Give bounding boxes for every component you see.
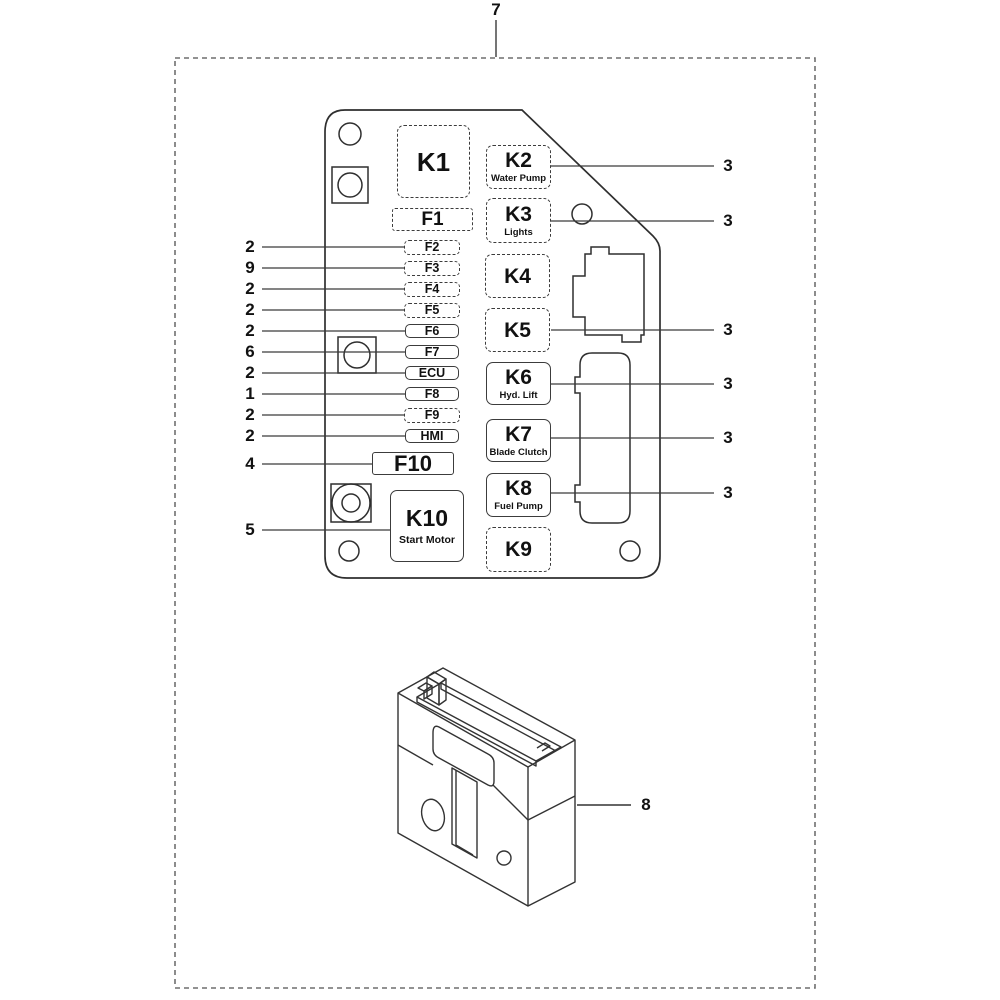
- fuse-label: HMI: [420, 428, 444, 443]
- mounting-hole-icon: [343, 341, 371, 369]
- mounting-hole-icon: [571, 203, 593, 225]
- callout-left-f10: 4: [245, 454, 255, 473]
- relay-label: K8: [505, 477, 532, 501]
- holder-silhouette: [397, 667, 576, 907]
- relay-slot-k10: K10 Start Motor: [390, 490, 464, 562]
- slot-hmi: HMI: [405, 429, 459, 443]
- holder-oval-hole: [420, 798, 446, 832]
- holder-small-hole: [496, 850, 512, 866]
- relay-sublabel: Hyd. Lift: [499, 389, 538, 401]
- clip-post-front: [426, 676, 440, 706]
- mounting-hole-icon: [338, 540, 360, 562]
- fuse-slot-f2: F2: [404, 240, 460, 255]
- relay-sublabel: Blade Clutch: [489, 446, 548, 458]
- callout-left-f7: 6: [245, 342, 255, 361]
- mounting-hole-icon: [619, 540, 641, 562]
- relay-label: K2: [505, 149, 532, 173]
- callout-left-hmi: 2: [245, 426, 255, 445]
- callout-left-f3: 9: [245, 258, 255, 277]
- relay-label: K7: [505, 422, 532, 446]
- callout-left-ecu: 2: [245, 363, 255, 382]
- fuse-slot-f6: F6: [405, 324, 459, 338]
- fuse-label: F10: [394, 450, 432, 476]
- holder-opening: [416, 682, 562, 762]
- relay-slot-k7: K7 Blade Clutch: [486, 419, 551, 462]
- callout-left-f6: 2: [245, 321, 255, 340]
- opening-inner-wall: [416, 697, 537, 767]
- fuse-label: F6: [424, 323, 440, 338]
- holder-slot-inner: [455, 770, 474, 856]
- relay-sublabel: Water Pump: [490, 173, 547, 185]
- callout-left-k10: 5: [245, 520, 255, 539]
- fuse-label: F1: [421, 209, 444, 230]
- fuse-label: F4: [424, 282, 440, 297]
- fuse-label: F8: [424, 386, 440, 401]
- relay-slot-k3: K3 Lights: [486, 198, 551, 243]
- grommet-inner-circle: [341, 493, 361, 513]
- connector-cutout-rounded: [574, 352, 631, 524]
- relay-sublabel: Start Motor: [399, 533, 455, 546]
- relay-label: K5: [504, 318, 531, 342]
- callout-left-f5: 2: [245, 300, 255, 319]
- relay-slot-k9: K9: [486, 527, 551, 572]
- relay-slot-k5: K5: [485, 308, 550, 352]
- relay-sublabel: Lights: [504, 226, 533, 238]
- fuse-slot-f9: F9: [404, 408, 460, 423]
- fuse-label: F9: [424, 408, 440, 423]
- callout-right-k8: 3: [723, 483, 733, 502]
- callout-7: 7: [491, 0, 501, 19]
- fuse-slot-f10: F10: [372, 452, 454, 475]
- left-leader-lines: [262, 246, 405, 531]
- relay-slot-k4: K4: [485, 254, 550, 298]
- fuse-slot-f4: F4: [404, 282, 460, 297]
- callout-right-k2: 3: [723, 156, 733, 175]
- callout-left-f8: 1: [245, 384, 255, 403]
- relay-slot-k2: K2 Water Pump: [486, 145, 551, 189]
- fuse-label: ECU: [418, 365, 446, 380]
- clip-step-side: [423, 685, 433, 700]
- relay-label: K9: [505, 538, 532, 561]
- callout-left-f2: 2: [245, 237, 255, 256]
- holder-slot-outer: [451, 767, 478, 859]
- relay-label: K4: [504, 264, 531, 288]
- callout-8: 8: [641, 795, 651, 814]
- relay-slot-k1: K1: [397, 125, 470, 198]
- opening-end-notch: [536, 742, 551, 752]
- fuse-label: F2: [424, 240, 440, 255]
- callout-right-k6: 3: [723, 374, 733, 393]
- fuse-label: F7: [424, 344, 440, 359]
- relay-holder-drawing: [397, 667, 631, 907]
- callout-right-k3: 3: [723, 211, 733, 230]
- fuse-slot-f7: F7: [405, 345, 459, 359]
- right-leader-lines: [551, 165, 714, 494]
- mounting-hole-icon: [337, 172, 363, 198]
- relay-label: K3: [505, 202, 532, 226]
- connector-cutout-notched: [572, 246, 645, 343]
- fuse-slot-f5: F5: [404, 303, 460, 318]
- relay-label: K10: [405, 504, 449, 531]
- callout-right-k7: 3: [723, 428, 733, 447]
- callout-left-f4: 2: [245, 279, 255, 298]
- relay-sublabel: Fuel Pump: [494, 501, 543, 513]
- callout-right-k5: 3: [723, 320, 733, 339]
- grommet-outer-circle: [331, 483, 371, 523]
- assembly-dashed-border: [174, 57, 816, 989]
- relay-slot-k6: K6 Hyd. Lift: [486, 362, 551, 405]
- callout-left-f9: 2: [245, 405, 255, 424]
- relay-label: K1: [416, 146, 451, 177]
- fuse-slot-f1: F1: [392, 208, 473, 231]
- fuse-label: F3: [424, 261, 440, 276]
- relay-slot-k8: K8 Fuel Pump: [486, 473, 551, 517]
- fixture-square: [331, 166, 369, 204]
- slot-ecu: ECU: [405, 366, 459, 380]
- mounting-hole-icon: [338, 122, 362, 146]
- opening-back-wall: [440, 683, 557, 752]
- relay-label: K6: [505, 365, 532, 389]
- fuse-slot-f8: F8: [405, 387, 459, 401]
- fuse-label: F5: [424, 303, 440, 318]
- holder-label-recess: [432, 725, 495, 787]
- fuse-slot-f3: F3: [404, 261, 460, 276]
- holder-band-edges: [492, 784, 576, 821]
- holder-shoulder-line: [397, 744, 434, 766]
